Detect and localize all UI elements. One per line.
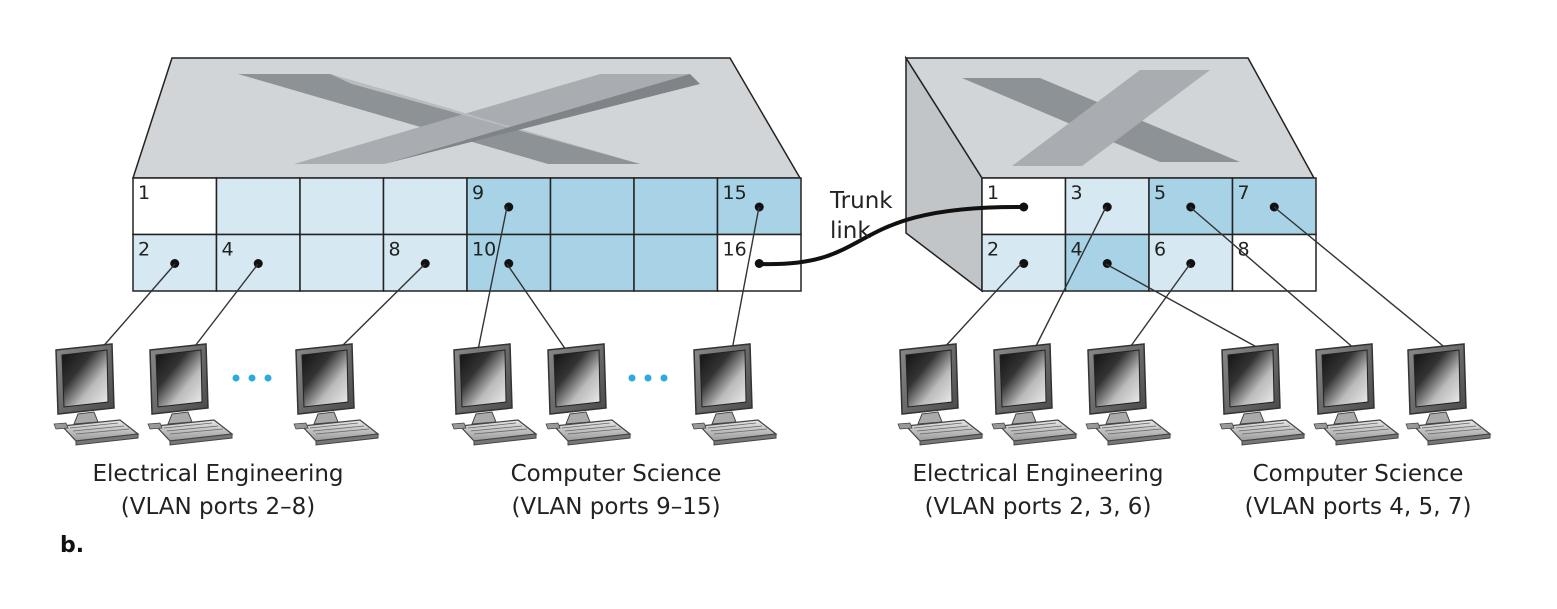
port-left-unlabeled-r2c7 [633, 233, 719, 292]
trunk-link-cable [758, 204, 1022, 267]
computer-icon [1313, 343, 1399, 446]
wire-right-port-4 [1105, 263, 1263, 351]
port-number-label: 6 [1154, 239, 1166, 261]
computer-icon [293, 343, 379, 446]
port-connection-dot [754, 202, 764, 212]
group-right-cs-name: Computer Science [1253, 461, 1464, 487]
port-number-label: 4 [1071, 239, 1083, 261]
trunk-link-label-line1: Trunk [829, 188, 893, 214]
group-right-ee-name: Electrical Engineering [912, 461, 1163, 487]
port-connection-dot [504, 259, 514, 268]
wire-left-port-9 [477, 206, 508, 351]
port-left-unlabeled-r1c7 [633, 177, 719, 236]
port-number-label: 16 [723, 239, 747, 261]
computers [53, 343, 1491, 446]
wire-left-port-15 [731, 206, 760, 351]
computer-icon [691, 343, 777, 446]
group-left-ee-ports: (VLAN ports 2–8) [121, 494, 315, 520]
port-left-unlabeled-r1c6 [549, 177, 635, 236]
port-number-label: 4 [222, 239, 234, 261]
switch-left-x-logo [238, 74, 700, 164]
computer-icon [545, 343, 631, 446]
wire-right-port-3 [1033, 206, 1107, 351]
computer-icon [53, 343, 139, 446]
port-right-6 [1148, 233, 1234, 292]
wire-right-port-7 [1273, 206, 1449, 351]
group-left-ee-name: Electrical Engineering [92, 461, 343, 487]
computer-icon [1405, 343, 1491, 446]
port-number-label: 10 [472, 239, 496, 261]
port-connection-dot [1019, 202, 1029, 212]
figure-label: b. [60, 533, 84, 558]
port-left-unlabeled-r1c4 [382, 177, 468, 236]
port-number-label: 2 [138, 239, 150, 261]
port-number-label: 7 [1238, 182, 1250, 204]
switch-right-x-logo [962, 70, 1240, 166]
port-connection-dot [1019, 259, 1029, 268]
trunk-link-label-line2: link [830, 218, 871, 244]
wire-right-port-5 [1189, 206, 1357, 351]
port-number-label: 2 [987, 239, 999, 261]
wire-left-port-4 [191, 263, 259, 351]
group-left-cs-name: Computer Science [511, 461, 722, 487]
computer-icon [991, 343, 1077, 446]
port-left-unlabeled-r2c3 [299, 233, 385, 292]
wires [99, 204, 1449, 351]
port-number-label: 1 [138, 182, 150, 204]
ellipsis-icon [628, 374, 668, 382]
port-number-label: 5 [1154, 182, 1166, 204]
port-number-label: 15 [723, 182, 747, 204]
computer-icon [897, 343, 983, 446]
computer-icon [451, 343, 537, 446]
computer-icon [1219, 343, 1305, 446]
group-right-ee-ports: (VLAN ports 2, 3, 6) [925, 494, 1152, 520]
port-right-3 [1064, 177, 1150, 236]
port-right-8 [1231, 233, 1317, 292]
wire-right-port-2 [941, 263, 1022, 351]
port-number-label: 9 [472, 182, 484, 204]
ellipsis-icon [232, 374, 272, 382]
switch-left: 1 9 15 2 4 8 10 16 [131, 57, 802, 292]
wire-left-port-8 [337, 263, 426, 351]
port-left-unlabeled-r1c3 [299, 177, 385, 236]
computer-icon [1085, 343, 1171, 446]
wire-right-port-6 [1127, 263, 1191, 351]
computer-icon [147, 343, 233, 446]
wire-left-port-10 [506, 263, 567, 351]
port-number-label: 1 [987, 182, 999, 204]
port-left-unlabeled-r1c2 [215, 177, 301, 236]
port-connection-dot [504, 202, 514, 212]
switch-left-port-panel: 1 9 15 2 4 8 10 16 [132, 177, 802, 292]
port-connection-dot [170, 259, 180, 268]
wire-left-port-2 [99, 263, 176, 351]
port-number-label: 8 [389, 239, 401, 261]
group-left-cs-ports: (VLAN ports 9–15) [511, 494, 720, 520]
port-left-unlabeled-r2c6 [549, 233, 635, 292]
group-right-cs-ports: (VLAN ports 4, 5, 7) [1245, 494, 1472, 520]
port-number-label: 3 [1071, 182, 1083, 204]
